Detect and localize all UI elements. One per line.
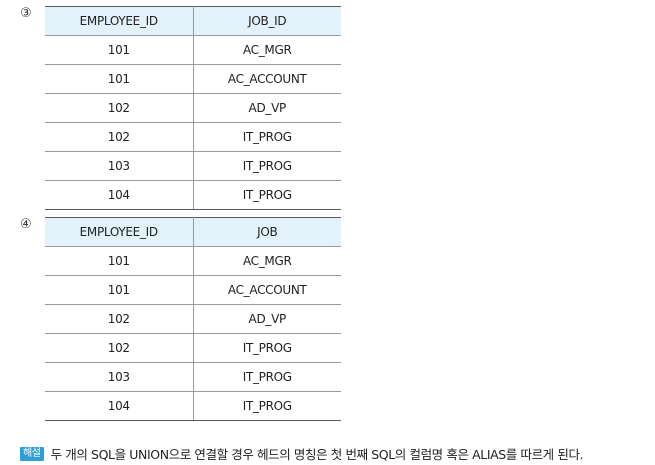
cell-employee-id: 102	[45, 333, 194, 363]
cell-job: AD_VP	[192, 304, 341, 334]
table-row: 103 IT_PROG	[45, 362, 341, 392]
cell-employee-id: 101	[45, 64, 194, 94]
result-table-option-4: EMPLOYEE_ID JOB 101 AC_MGR 101 AC_ACCOUN…	[45, 217, 341, 421]
cell-job-id: AC_MGR	[192, 35, 341, 65]
column-header-employee-id: EMPLOYEE_ID	[45, 6, 194, 36]
table-header-row: EMPLOYEE_ID JOB_ID	[45, 6, 341, 36]
column-header-employee-id: EMPLOYEE_ID	[45, 217, 194, 247]
cell-employee-id: 104	[45, 180, 194, 210]
table-row: 102 IT_PROG	[45, 122, 341, 152]
cell-job-id: AD_VP	[192, 93, 341, 123]
cell-job-id: AC_ACCOUNT	[192, 64, 341, 94]
cell-job: AC_MGR	[192, 246, 341, 276]
table-header-row: EMPLOYEE_ID JOB	[45, 217, 341, 247]
cell-job-id: IT_PROG	[192, 122, 341, 152]
table-row: 101 AC_ACCOUNT	[45, 64, 341, 94]
table-row: 104 IT_PROG	[45, 391, 341, 421]
explanation-text: 두 개의 SQL을 UNION으로 연결할 경우 헤드의 명칭은 첫 번째 SQ…	[50, 447, 584, 462]
cell-job: IT_PROG	[192, 362, 341, 392]
cell-employee-id: 101	[45, 275, 194, 305]
explanation: 해설 두 개의 SQL을 UNION으로 연결할 경우 헤드의 명칭은 첫 번째…	[20, 444, 584, 463]
cell-job: IT_PROG	[192, 333, 341, 363]
cell-employee-id: 104	[45, 391, 194, 421]
cell-employee-id: 102	[45, 122, 194, 152]
table-row: 101 AC_MGR	[45, 246, 341, 276]
cell-job: AC_ACCOUNT	[192, 275, 341, 305]
option-number-3: ③	[20, 6, 32, 21]
cell-employee-id: 101	[45, 35, 194, 65]
table-row: 101 AC_ACCOUNT	[45, 275, 341, 305]
table-row: 103 IT_PROG	[45, 151, 341, 181]
explanation-badge: 해설	[20, 446, 44, 461]
column-header-job: JOB	[192, 217, 341, 247]
table-row: 102 AD_VP	[45, 304, 341, 334]
cell-job: IT_PROG	[192, 391, 341, 421]
cell-job-id: IT_PROG	[192, 180, 341, 210]
table-row: 101 AC_MGR	[45, 35, 341, 65]
table-row: 104 IT_PROG	[45, 180, 341, 210]
cell-employee-id: 102	[45, 93, 194, 123]
cell-employee-id: 101	[45, 246, 194, 276]
result-table-option-3: EMPLOYEE_ID JOB_ID 101 AC_MGR 101 AC_ACC…	[45, 6, 341, 210]
option-number-4: ④	[20, 217, 32, 232]
cell-employee-id: 102	[45, 304, 194, 334]
cell-employee-id: 103	[45, 362, 194, 392]
table-row: 102 AD_VP	[45, 93, 341, 123]
cell-job-id: IT_PROG	[192, 151, 341, 181]
column-header-job-id: JOB_ID	[192, 6, 341, 36]
cell-employee-id: 103	[45, 151, 194, 181]
table-row: 102 IT_PROG	[45, 333, 341, 363]
